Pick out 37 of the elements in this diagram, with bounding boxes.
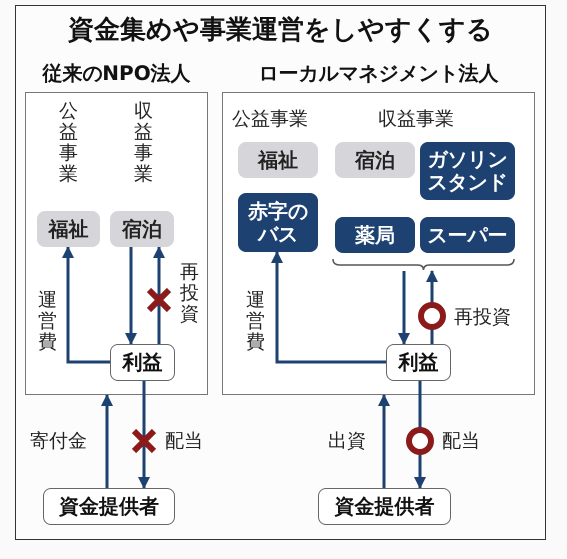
label-box: 赤字のバス [238,193,318,252]
curly-brace [332,258,515,271]
arrow [398,271,410,345]
section-label: 収益事業 [134,101,153,185]
edge-label: 再投資 [180,262,199,325]
arrow [153,246,165,344]
edge-label: 再投資 [454,305,511,330]
edge-label: 寄付金 [30,429,87,454]
label-box: 資金提供者 [43,488,175,525]
label-box: 利益 [386,344,451,381]
edge-label: 配当 [442,429,480,454]
arrow [271,251,386,364]
arrow [101,394,113,488]
arrow [125,247,137,345]
label-box: スーパー [420,217,515,253]
arrow [414,381,426,489]
label-box: ガソリンスタンド [420,142,515,200]
label-box: 福祉 [37,211,100,247]
panel-heading: ローカルマネジメント法人 [258,60,500,86]
label-box: 福祉 [238,142,318,178]
edge-label: 運営費 [246,290,265,353]
arrow [62,246,110,364]
label-box: 宿泊 [335,142,415,178]
edge-label: 運営費 [38,290,57,353]
arrow [138,381,150,489]
section-label: 公益事業 [59,101,78,185]
section-label: 収益事業 [378,107,454,132]
arrow [378,394,390,488]
title: 資金集めや事業運営をしやすくする [67,14,494,47]
label-box: 利益 [110,344,175,381]
panel-heading: 従来のNPO法人 [41,60,192,86]
label-box: 資金提供者 [318,488,451,525]
edge-label: 出資 [328,429,366,454]
section-label: 公益事業 [232,107,308,132]
label-box: 薬局 [335,217,415,253]
label-box: 宿泊 [110,211,174,247]
edge-label: 配当 [165,429,203,454]
